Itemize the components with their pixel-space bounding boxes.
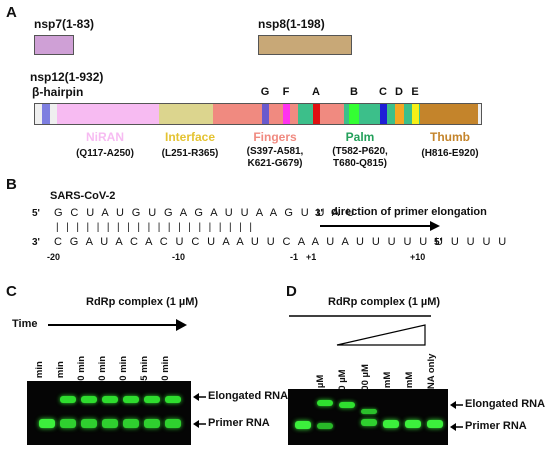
c-gel-image — [27, 381, 191, 445]
elongation-direction-label: direction of primer elongation — [331, 206, 487, 218]
d-rdrp-header: RdRp complex (1 µM) — [328, 296, 441, 308]
motif-g-tick — [262, 104, 269, 124]
base-pairs: | | | | | | | | | | | | | | | | | | | | — [56, 222, 255, 233]
interface-segment — [159, 104, 213, 124]
d-elongated-band — [317, 400, 333, 406]
d-elongated-band — [361, 409, 377, 414]
pos-minus-10: -10 — [172, 252, 186, 262]
interface-domain-label: Interface — [164, 130, 216, 144]
c-elongated-band — [123, 396, 139, 403]
motif-b-tick — [349, 104, 359, 124]
panel-letter-a: A — [6, 4, 17, 21]
nsp7-box — [34, 35, 74, 55]
niran-range: (Q117-A250) — [76, 148, 134, 159]
motif-a-tick — [313, 104, 320, 124]
c-elongated-band — [144, 396, 160, 403]
c-elongated-band — [102, 396, 118, 403]
bottom-5prime: 5' — [434, 237, 442, 248]
d-primer-band — [427, 420, 443, 428]
fingers-segment-2 — [320, 104, 344, 124]
d-elongated-band — [339, 402, 355, 408]
nsp7-label: nsp7(1-83) — [34, 17, 95, 31]
hairpin-segment — [42, 104, 50, 124]
motif-e-tick — [412, 104, 419, 124]
d-primer-band — [317, 423, 333, 429]
niran-domain-label: NiRAN — [86, 130, 124, 144]
panel-letter-d: D — [286, 283, 297, 300]
c-primer-arrow — [193, 420, 206, 428]
motif-f-tick — [283, 104, 290, 124]
c-primer-band — [102, 419, 118, 428]
d-primer-band — [405, 420, 421, 428]
pos-minus-1: -1 — [290, 252, 299, 262]
palm-range-1: (T582-P620, — [332, 146, 388, 157]
motif-g-label: G — [260, 86, 270, 98]
d-gel-image — [288, 389, 448, 445]
c-elongated-band — [165, 396, 181, 403]
beta-hairpin-label: β-hairpin — [32, 85, 84, 99]
niran-segment — [57, 104, 159, 124]
d-primer-label: Primer RNA — [465, 420, 527, 432]
c-time-label: Time — [12, 318, 38, 330]
thumb-range: (H816-E920) — [421, 148, 479, 159]
c-elongated-arrow — [193, 393, 206, 401]
motif-b-label: B — [350, 86, 358, 98]
motif-c-tick — [380, 104, 387, 124]
d-elongated-label: Elongated RNA — [465, 398, 546, 410]
motif-f-label: F — [282, 86, 290, 98]
thumb-domain-label: Thumb — [430, 130, 470, 144]
c-primer-band — [39, 419, 55, 428]
d-elongated-arrow — [450, 401, 463, 409]
d-primer-band — [383, 420, 399, 428]
panel-letter-b: B — [6, 176, 17, 193]
c-primer-band — [123, 419, 139, 428]
fingers-segment-1 — [213, 104, 298, 124]
nsp12-label: nsp12(1-932) — [30, 70, 104, 84]
motif-d-label: D — [395, 86, 403, 98]
nsp8-label: nsp8(1-198) — [258, 17, 325, 31]
primer-strand: C G A U A C A C U C U A A U U C A A U A … — [54, 236, 509, 248]
palm-domain-label: Palm — [345, 130, 375, 144]
fingers-range-1: (S397-A581, — [246, 146, 304, 157]
nsp8-box — [258, 35, 352, 55]
bottom-3prime: 3' — [32, 237, 40, 248]
pos-minus-20: -20 — [47, 252, 61, 262]
c-elongated-band — [81, 396, 97, 403]
panel-letter-c: C — [6, 283, 17, 300]
c-primer-label: Primer RNA — [208, 417, 270, 429]
thumb-segment — [420, 104, 478, 124]
sars-cov-2-title: SARS-CoV-2 — [50, 190, 116, 202]
palm-range-2: T680-Q815) — [333, 158, 387, 169]
top-5prime: 5' — [32, 208, 40, 219]
c-primer-band — [81, 419, 97, 428]
c-primer-band — [165, 419, 181, 428]
motif-a-label: A — [312, 86, 320, 98]
fingers-range-2: K621-G679) — [247, 158, 303, 169]
c-time-arrow — [48, 319, 187, 331]
c-primer-band — [144, 419, 160, 428]
c-primer-band — [60, 419, 76, 428]
pos-plus-10: +10 — [410, 252, 426, 262]
elongation-arrow — [320, 221, 440, 231]
d-concentration-wedge — [289, 315, 431, 346]
c-elongated-label: Elongated RNA — [208, 390, 289, 402]
pos-plus-1: +1 — [306, 252, 317, 262]
motif-c-label: C — [379, 86, 387, 98]
interface-range: (L251-R365) — [161, 148, 219, 159]
template-strand: G C U A U G U G A G A U U A A G U U A U — [54, 207, 357, 219]
motif-e-label: E — [411, 86, 419, 98]
top-3prime: 3' — [315, 208, 323, 219]
c-elongated-band — [60, 396, 76, 403]
c-rdrp-header: RdRp complex (1 µM) — [86, 296, 199, 308]
fingers-domain-label: Fingers — [253, 130, 297, 144]
d-primer-arrow — [450, 423, 463, 431]
d-primer-band — [295, 421, 311, 429]
motif-d-tick — [395, 104, 404, 124]
d-primer-band — [361, 419, 377, 426]
